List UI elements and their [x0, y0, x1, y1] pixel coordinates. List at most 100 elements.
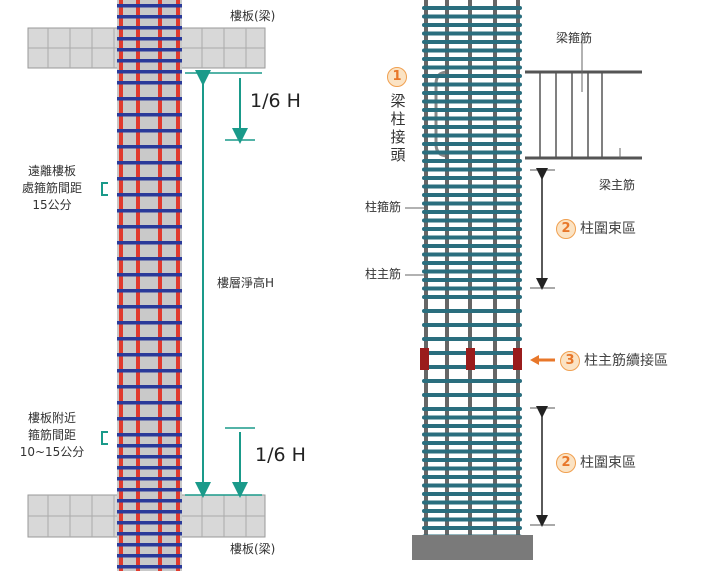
column-concrete: [117, 0, 182, 571]
column-hoop: [117, 273, 182, 277]
zone-label: 柱圍束區: [580, 221, 636, 237]
slab-top-label: 樓板(梁): [230, 9, 276, 23]
column-hoop: [117, 466, 182, 470]
column-hoop: [422, 74, 522, 78]
near-spacing-note: 樓板附近 箍筋間距 10~15公分: [12, 410, 92, 461]
column-hoop: [117, 305, 182, 309]
char: 頭: [390, 146, 406, 164]
slab-bottom-label: 樓板(梁): [230, 542, 276, 556]
column-hoop: [117, 510, 182, 514]
note-line: 處箍筋間距: [21, 181, 82, 195]
column-hoop: [422, 99, 522, 104]
column-hoop: [422, 295, 522, 299]
column-main-bar: [493, 0, 497, 535]
column-hoop: [117, 543, 182, 547]
column-hoop: [117, 477, 182, 481]
column-hoop: [117, 225, 182, 229]
column-hoop: [117, 565, 182, 569]
column-hoop: [422, 235, 522, 240]
splice-sleeve: [466, 348, 475, 370]
char: 接: [390, 128, 406, 146]
column-hoop: [117, 209, 182, 213]
column-hoop: [422, 48, 522, 53]
column-hoop: [117, 401, 182, 405]
column-hoop: [422, 432, 522, 437]
column-hoop: [422, 441, 522, 445]
column-hoop: [422, 82, 522, 87]
column-hoop: [117, 37, 182, 41]
column-hoop: [117, 417, 182, 421]
column-hoop: [422, 393, 522, 397]
splice-sleeve: [513, 348, 522, 370]
number-badge: 2: [556, 453, 576, 473]
column-main-bar: [158, 0, 162, 571]
column-hoop: [422, 40, 522, 44]
column-hoop: [422, 337, 522, 341]
column-main-bar: [119, 0, 123, 571]
column-hoop: [422, 500, 522, 505]
column-hoop: [117, 70, 182, 74]
column-hoop: [117, 455, 182, 459]
column-hoop: [117, 337, 182, 341]
column-hoop: [422, 159, 522, 163]
column-main-bar: [445, 0, 449, 535]
far-spacing-bracket: [101, 182, 108, 196]
column-hoop: [422, 133, 522, 138]
column-hoop: [422, 116, 522, 121]
column-hoop: [117, 241, 182, 245]
column-hoop: [117, 321, 182, 325]
column-hoop: [422, 193, 522, 197]
column-hoop: [422, 517, 522, 522]
joint-label: 梁 柱 接 頭: [389, 92, 407, 164]
column-hoop: [422, 6, 522, 10]
char: 柱: [390, 110, 406, 128]
column-hoop: [117, 177, 182, 181]
column-hoop: [117, 59, 182, 63]
column-main-bar: [468, 0, 472, 535]
foundation-base: [412, 535, 533, 560]
column-hoop: [422, 227, 522, 231]
column-hoop: [422, 31, 522, 36]
column-hoop: [117, 97, 182, 101]
column-hoop: [422, 142, 522, 146]
column-hoop: [422, 125, 522, 129]
column-hoop: [117, 554, 182, 558]
column-hoop: [422, 492, 522, 496]
column-hoop: [117, 193, 182, 197]
clear-height-label: 樓層淨高H: [217, 276, 275, 290]
column-hoop: [117, 433, 182, 437]
note-line: 箍筋間距: [27, 428, 76, 442]
column-hoop: [117, 499, 182, 503]
column-hoop: [422, 407, 522, 411]
note-line: 10~15公分: [19, 445, 85, 459]
column-hoop: [422, 218, 522, 223]
column-hoop: [422, 176, 522, 180]
column-hoop: [422, 466, 522, 471]
zone-label: 柱圍束區: [580, 455, 636, 471]
column-hoop: [422, 91, 522, 95]
near-spacing-bracket: [101, 431, 108, 445]
note-line: 樓板附近: [27, 411, 76, 425]
sixth-bottom-label: 1/6 H: [255, 444, 306, 466]
column-hoop: [117, 488, 182, 492]
note-line: 遠離樓板: [27, 164, 76, 178]
column-hoop: [117, 4, 182, 8]
column-hoop: [422, 150, 522, 155]
column-hoop: [422, 449, 522, 454]
column-hoop: [117, 145, 182, 149]
column-hoop: [117, 289, 182, 293]
column-hoop: [422, 65, 522, 70]
column-main-bar: [516, 0, 520, 535]
column-hoop: [422, 244, 522, 248]
column-hoop: [422, 23, 522, 27]
column-hoop: [422, 261, 522, 265]
column-hoop: [422, 509, 522, 513]
column-hoop: [422, 415, 522, 420]
number-badge: 2: [556, 219, 576, 239]
column-hoop: [422, 167, 522, 172]
column-hoop: [422, 269, 522, 274]
column-main-bar: [176, 0, 180, 571]
